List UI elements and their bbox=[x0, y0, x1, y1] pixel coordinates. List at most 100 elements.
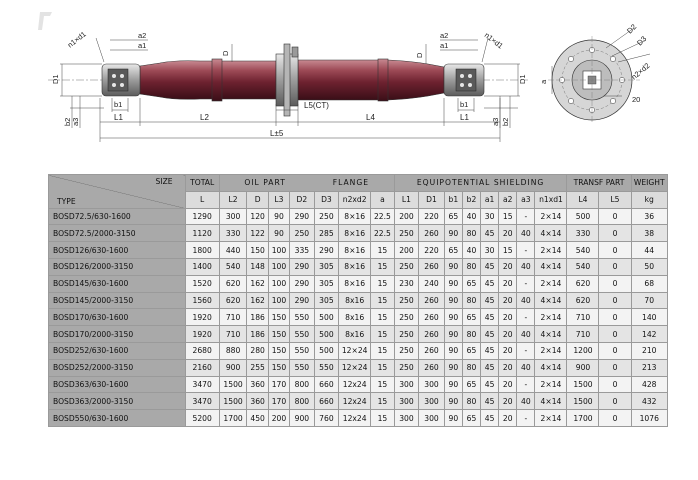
value-cell: 1290 bbox=[184, 207, 220, 226]
value-cell: 186 bbox=[246, 325, 269, 343]
label-D1-right: D1 bbox=[518, 74, 527, 84]
value-cell: 0 bbox=[598, 341, 632, 360]
value-cell: 8×16 bbox=[338, 241, 372, 259]
value-cell: 148 bbox=[246, 257, 269, 276]
model-cell: BOSD363/630-1600 bbox=[48, 375, 186, 394]
value-cell: 22.5 bbox=[370, 224, 395, 243]
value-cell: 0 bbox=[598, 257, 632, 276]
value-cell: 36 bbox=[630, 207, 668, 226]
column-header-l2: L2 bbox=[218, 190, 248, 209]
value-cell: 15 bbox=[498, 241, 518, 259]
label-D1-left: D1 bbox=[51, 74, 60, 84]
value-cell: 660 bbox=[313, 375, 340, 394]
value-cell: 22.5 bbox=[370, 207, 395, 226]
value-cell: 45 bbox=[480, 375, 500, 394]
value-cell: - bbox=[516, 375, 536, 394]
value-cell: 3470 bbox=[184, 375, 220, 394]
value-cell: 15 bbox=[370, 375, 395, 394]
label-a2-right: a2 bbox=[440, 31, 448, 40]
value-cell: 20 bbox=[498, 274, 518, 293]
column-header-a: a bbox=[370, 190, 395, 209]
rod-collar-right bbox=[377, 58, 389, 102]
column-header-b1: b1 bbox=[443, 190, 463, 209]
value-cell: 12×24 bbox=[338, 358, 372, 377]
value-cell: 0 bbox=[598, 241, 632, 259]
model-cell: BOSD170/630-1600 bbox=[48, 308, 186, 327]
right-terminal-hole bbox=[468, 74, 472, 78]
value-cell: 300 bbox=[218, 207, 248, 226]
model-cell: BOSD550/630-1600 bbox=[48, 409, 186, 427]
dimension-lines bbox=[60, 37, 520, 142]
value-cell: - bbox=[516, 274, 536, 293]
group-transf: TRANSF PART bbox=[566, 174, 632, 192]
value-cell: 0 bbox=[598, 274, 632, 293]
value-cell: 1200 bbox=[566, 341, 600, 360]
value-cell: 80 bbox=[461, 325, 482, 343]
value-cell: 280 bbox=[246, 341, 269, 360]
value-cell: 240 bbox=[418, 274, 445, 293]
group-equipotential: EQUIPOTENTIAL SHIELDING bbox=[393, 174, 568, 192]
column-header-n1xd1: n1xd1 bbox=[534, 190, 568, 209]
value-cell: 305 bbox=[313, 291, 340, 310]
value-cell: 100 bbox=[267, 274, 291, 293]
label-a1-left: a1 bbox=[138, 41, 146, 50]
group-oil-part: OIL PART bbox=[244, 178, 286, 188]
value-cell: 30 bbox=[480, 241, 500, 259]
value-cell: 660 bbox=[313, 392, 340, 411]
value-cell: 20 bbox=[498, 308, 518, 327]
spec-table: SIZE TYPE TOTAL OIL PART FLANGE EQUIPOTE… bbox=[48, 174, 668, 427]
value-cell: 2×14 bbox=[534, 308, 568, 327]
value-cell: 300 bbox=[393, 409, 420, 427]
value-cell: 45 bbox=[480, 291, 500, 310]
label-b2-left: b2 bbox=[63, 118, 72, 126]
value-cell: 250 bbox=[393, 358, 420, 377]
value-cell: 2×14 bbox=[534, 409, 568, 427]
value-cell: 710 bbox=[566, 308, 600, 327]
value-cell: 120 bbox=[246, 207, 269, 226]
group-flange: FLANGE bbox=[332, 178, 370, 188]
value-cell: 8×16 bbox=[338, 274, 372, 293]
value-cell: 1920 bbox=[184, 308, 220, 327]
value-cell: 150 bbox=[267, 308, 291, 327]
model-cell: BOSD252/630-1600 bbox=[48, 341, 186, 360]
group-total: TOTAL bbox=[184, 174, 220, 192]
model-cell: BOSD145/2000-3150 bbox=[48, 291, 186, 310]
value-cell: 300 bbox=[418, 392, 445, 411]
value-cell: 900 bbox=[566, 358, 600, 377]
value-cell: 122 bbox=[246, 224, 269, 243]
value-cell: 45 bbox=[480, 358, 500, 377]
column-header-a3: a3 bbox=[516, 190, 536, 209]
value-cell: 45 bbox=[480, 224, 500, 243]
value-cell: 1400 bbox=[184, 257, 220, 276]
value-cell: 15 bbox=[370, 241, 395, 259]
label-a3-right: a3 bbox=[491, 118, 500, 126]
value-cell: 15 bbox=[370, 341, 395, 360]
value-cell: 800 bbox=[289, 392, 315, 411]
value-cell: 250 bbox=[289, 224, 315, 243]
value-cell: 1500 bbox=[218, 392, 248, 411]
value-cell: 2×14 bbox=[534, 207, 568, 226]
value-cell: 150 bbox=[267, 325, 291, 343]
label-D-right: D bbox=[415, 52, 424, 58]
label-a3-left: a3 bbox=[71, 118, 80, 126]
value-cell: 20 bbox=[498, 224, 518, 243]
value-cell: 500 bbox=[313, 308, 340, 327]
value-cell: 1560 bbox=[184, 291, 220, 310]
value-cell: 90 bbox=[443, 257, 463, 276]
value-cell: 100 bbox=[267, 291, 291, 310]
value-cell: 40 bbox=[516, 224, 536, 243]
value-cell: 45 bbox=[480, 274, 500, 293]
value-cell: 260 bbox=[418, 325, 445, 343]
value-cell: 12x24 bbox=[338, 375, 372, 394]
value-cell: 0 bbox=[598, 409, 632, 427]
value-cell: 255 bbox=[246, 358, 269, 377]
value-cell: 170 bbox=[267, 375, 291, 394]
model-cell: BOSD126/2000-3150 bbox=[48, 257, 186, 276]
value-cell: 305 bbox=[313, 274, 340, 293]
